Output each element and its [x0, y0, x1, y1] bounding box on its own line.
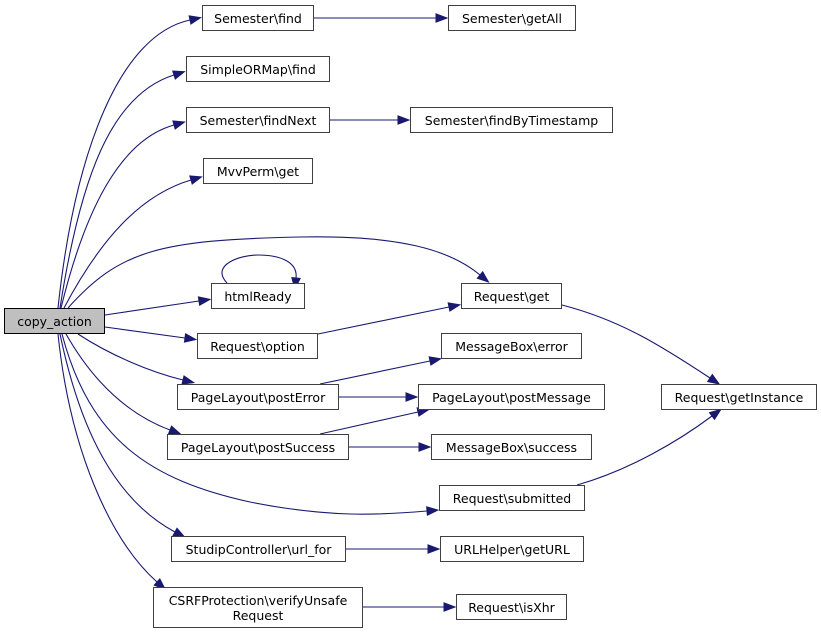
node-messagebox-success[interactable]: MessageBox\success: [431, 434, 592, 460]
node-copy-action: copy_action: [4, 308, 105, 334]
node-htmlready[interactable]: htmlReady: [211, 283, 305, 309]
arrowhead-icon: [181, 375, 196, 385]
edge-request-get-to-request-getinstance: [561, 304, 711, 379]
arrowhead-icon: [189, 175, 203, 185]
arrowhead-icon: [188, 15, 203, 25]
node-label: Semester\getAll: [462, 10, 562, 26]
arrowhead-icon: [397, 115, 411, 125]
node-request-isxhr[interactable]: Request\isXhr: [456, 594, 567, 620]
edge-copy-action-to-simpleormap-find: [59, 74, 175, 309]
arrowhead-icon: [428, 356, 443, 366]
node-label: Semester\findByTimestamp: [424, 112, 599, 128]
node-simpleormap-find[interactable]: SimpleORMap\find: [186, 56, 330, 82]
arrowhead-icon: [435, 13, 449, 23]
node-label: Request\option: [210, 338, 305, 354]
edge-request-submitted-to-request-getinstance: [576, 415, 713, 486]
edge-copy-action-to-semester-find: [57, 19, 191, 309]
edge-copy-action-to-pagelayout-posterror: [77, 333, 184, 381]
arrowhead-icon: [427, 544, 441, 554]
node-label: MessageBox\success: [445, 439, 578, 455]
edge-request-option-to-request-get: [317, 306, 450, 335]
node-label: htmlReady: [224, 288, 292, 304]
edge-copy-action-to-request-submitted: [61, 333, 428, 515]
edge-pagelayout-postsuccess-to-pagelayout-postmessage: [319, 411, 419, 435]
node-label: Semester\findNext: [199, 112, 317, 128]
node-semester-findnext[interactable]: Semester\findNext: [186, 107, 330, 133]
node-label: Semester\find: [214, 10, 302, 26]
node-label: PageLayout\postMessage: [432, 389, 591, 405]
edge-copy-action-to-studipcontroller-url-for: [59, 333, 176, 533]
node-messagebox-error[interactable]: MessageBox\error: [441, 333, 582, 359]
node-label: Request\get: [473, 288, 550, 304]
arrowhead-icon: [426, 506, 440, 516]
node-label: MvvPerm\get: [216, 163, 300, 179]
arrowhead-icon: [183, 333, 198, 343]
node-mvvperm-get[interactable]: MvvPerm\get: [203, 158, 313, 184]
node-pagelayout-posterror[interactable]: PageLayout\postError: [177, 384, 339, 410]
arrowhead-icon: [708, 408, 722, 421]
node-request-get[interactable]: Request\get: [461, 283, 562, 309]
arrowhead-icon: [706, 373, 721, 385]
edge-copy-action-to-semester-findnext: [60, 124, 175, 309]
arrowhead-icon: [197, 296, 212, 306]
node-request-submitted[interactable]: Request\submitted: [439, 485, 585, 511]
arrowhead-icon: [418, 442, 432, 452]
node-pagelayout-postsuccess[interactable]: PageLayout\postSuccess: [167, 434, 349, 460]
node-label: copy_action: [17, 313, 92, 329]
node-label: CSRFProtection\verifyUnsafe Request: [168, 592, 348, 623]
arrowhead-icon: [172, 70, 186, 80]
node-request-option[interactable]: Request\option: [197, 333, 318, 359]
edge-pagelayout-posterror-to-messagebox-error: [319, 360, 431, 385]
node-studipcontroller-url-for[interactable]: StudipController\url_for: [171, 536, 346, 562]
node-label: MessageBox\error: [455, 338, 568, 354]
arrowhead-icon: [443, 602, 457, 612]
edge-htmlready-to-htmlready: [221, 254, 297, 284]
edge-copy-action-to-mvvperm-get: [63, 179, 192, 309]
node-semester-findbytimestamp[interactable]: Semester\findByTimestamp: [410, 107, 613, 133]
node-semester-find[interactable]: Semester\find: [202, 5, 314, 31]
node-label: Request\submitted: [452, 490, 572, 506]
node-pagelayout-postmessage[interactable]: PageLayout\postMessage: [418, 384, 605, 410]
node-label: Request\getInstance: [674, 389, 804, 405]
node-label: StudipController\url_for: [185, 541, 332, 557]
node-semester-getall[interactable]: Semester\getAll: [448, 5, 576, 31]
arrowhead-icon: [167, 425, 182, 435]
node-urlhelper-geturl[interactable]: URLHelper\getURL: [440, 536, 584, 562]
arrowhead-icon: [447, 302, 462, 312]
edge-copy-action-to-request-get: [67, 236, 481, 309]
arrowhead-icon: [476, 270, 490, 283]
edge-copy-action-to-pagelayout-postsuccess: [65, 333, 171, 431]
node-label: PageLayout\postSuccess: [180, 439, 336, 455]
node-label: SimpleORMap\find: [200, 61, 316, 77]
edge-copy-action-to-csrfprotection-verifyunsaferequest: [57, 333, 158, 583]
edge-copy-action-to-htmlready: [104, 300, 200, 316]
node-csrfprotection-verifyunsaferequest[interactable]: CSRFProtection\verifyUnsafe Request: [153, 587, 363, 628]
node-label: PageLayout\postError: [190, 389, 326, 405]
arrowhead-icon: [405, 392, 419, 402]
edge-copy-action-to-request-option: [104, 326, 186, 339]
node-request-getinstance[interactable]: Request\getInstance: [661, 384, 817, 410]
arrowhead-icon: [172, 120, 186, 130]
node-label: URLHelper\getURL: [454, 541, 570, 557]
node-label: Request\isXhr: [468, 599, 555, 615]
